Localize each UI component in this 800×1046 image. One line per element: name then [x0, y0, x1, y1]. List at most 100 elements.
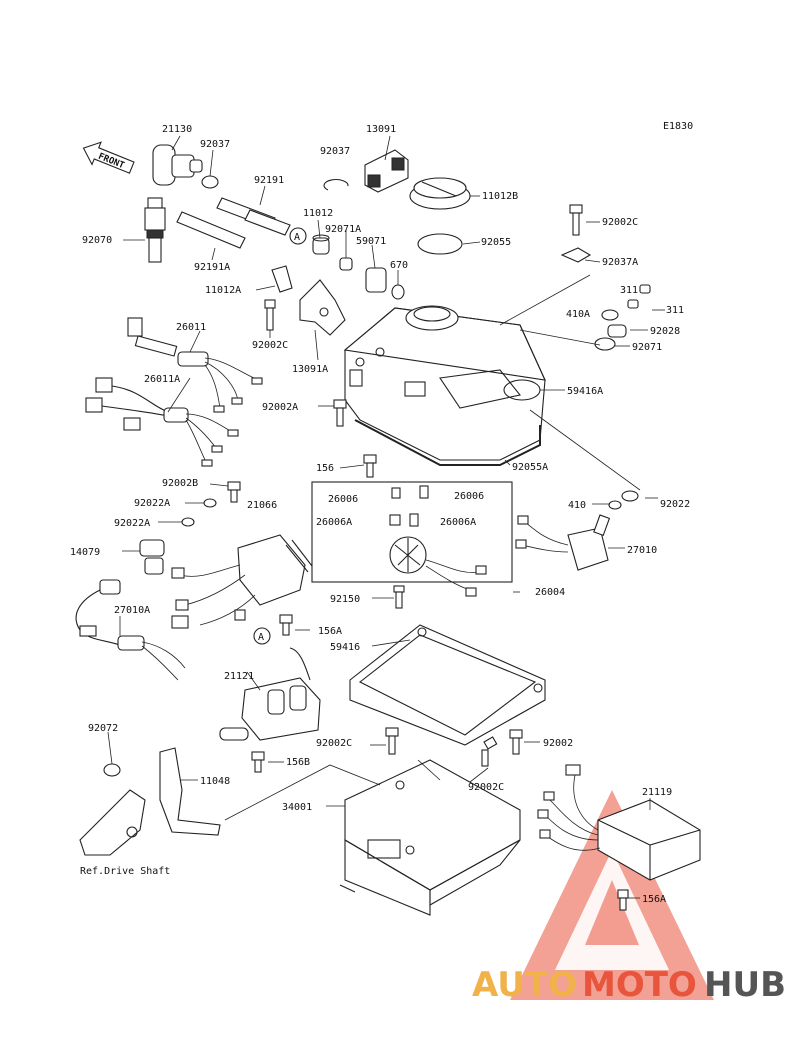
leader-lines	[107, 135, 665, 899]
label-156: 156	[316, 463, 334, 474]
bolt-156B	[251, 751, 265, 773]
label-21130: 21130	[162, 124, 192, 135]
callout-a-lower: A	[253, 627, 271, 645]
label-92037-b: 92037	[320, 146, 350, 157]
label-92071: 92071	[632, 342, 662, 353]
hose-tubes	[176, 197, 291, 249]
label-92002B: 92002B	[162, 478, 198, 489]
small-fasteners	[594, 284, 651, 351]
watermark-logo	[510, 790, 714, 1000]
label-92002C-c: 92002C	[316, 738, 352, 749]
label-92055A: 92055A	[512, 462, 548, 473]
label-92022A-b: 92022A	[114, 518, 150, 529]
assembly-box-26004	[311, 481, 513, 583]
bracket-13091A	[271, 265, 346, 336]
label-11048: 11048	[200, 776, 230, 787]
label-26004: 26004	[535, 587, 565, 598]
diagram-code: E1830	[663, 121, 693, 132]
label-92022A-a: 92022A	[134, 498, 170, 509]
label-92037A: 92037A	[602, 257, 638, 268]
washer-92022A-2	[181, 517, 195, 527]
bolt-156A-upper	[279, 614, 293, 636]
label-92072: 92072	[88, 723, 118, 734]
clip-92072	[103, 763, 121, 777]
label-59416A: 59416A	[567, 386, 603, 397]
label-27010: 27010	[627, 545, 657, 556]
bolt-92002C-right	[569, 204, 583, 236]
label-410A: 410A	[566, 309, 590, 320]
bolt-92002	[509, 729, 523, 755]
wire-harness-26011A	[85, 377, 239, 467]
label-13091A: 13091A	[292, 364, 328, 375]
wire-harness-26011	[127, 317, 263, 413]
label-26006A-a: 26006A	[316, 517, 352, 528]
watermark-moto: MOTO	[582, 965, 697, 1005]
drive-shaft-bracket	[79, 789, 146, 856]
label-92022: 92022	[660, 499, 690, 510]
label-92037: 92037	[200, 139, 230, 150]
callout-a-top: A	[289, 227, 307, 245]
label-670: 670	[390, 260, 408, 271]
mounting-bracket-34001	[339, 759, 521, 916]
tabs-26006	[389, 485, 429, 527]
label-92028: 92028	[650, 326, 680, 337]
clamp-ring	[201, 175, 219, 189]
label-92002A: 92002A	[262, 402, 298, 413]
label-92191: 92191	[254, 175, 284, 186]
label-27010A: 27010A	[114, 605, 150, 616]
watermark-text: AUTO MOTO HUB	[472, 965, 786, 1005]
sensor-27010A	[75, 579, 186, 681]
washer-410	[608, 500, 622, 510]
label-21119: 21119	[642, 787, 672, 798]
label-92002C-d: 92002C	[468, 782, 504, 793]
label-11012A: 11012A	[205, 285, 241, 296]
bolt-92002C-mid	[481, 736, 498, 767]
bolt-92150	[393, 585, 405, 609]
bolt-92002B	[227, 481, 241, 503]
o-ring-92055	[417, 233, 463, 255]
label-92002C-a: 92002C	[602, 217, 638, 228]
label-13091: 13091	[366, 124, 396, 135]
label-92002C-b: 92002C	[252, 340, 288, 351]
label-ref-drive-shaft: Ref.Drive Shaft	[80, 866, 170, 877]
electric-box-cover	[343, 305, 546, 461]
regulator-21066	[171, 534, 313, 629]
watermark-hub: HUB	[704, 965, 786, 1005]
washer-92022A-1	[203, 498, 217, 508]
label-21121: 21121	[224, 671, 254, 682]
connector-14079	[139, 539, 165, 575]
label-26006-b: 26006	[454, 491, 484, 502]
label-92191A: 92191A	[194, 262, 230, 273]
bolt-92002C-lower	[385, 727, 399, 755]
label-59416: 59416	[330, 642, 360, 653]
cap-11012	[312, 234, 330, 255]
bolt-92002C-upper	[264, 299, 276, 331]
label-92002: 92002	[543, 738, 573, 749]
label-92055: 92055	[481, 237, 511, 248]
gasket-92055A	[354, 419, 541, 466]
spark-plug-cap	[152, 144, 203, 186]
svg-text:A: A	[294, 232, 300, 243]
label-26011: 26011	[176, 322, 206, 333]
watermark-auto: AUTO	[472, 965, 577, 1005]
label-21066: 21066	[247, 500, 277, 511]
label-11012: 11012	[303, 208, 333, 219]
label-156A-b: 156A	[642, 894, 666, 905]
label-26006A-b: 26006A	[440, 517, 476, 528]
label-156B: 156B	[286, 757, 310, 768]
label-311-a: 311	[620, 285, 638, 296]
clamp-92037A	[560, 247, 592, 263]
sensor-27010	[515, 514, 611, 571]
label-26011A: 26011A	[144, 374, 180, 385]
filler-cap-11012B	[409, 177, 471, 210]
svg-text:A: A	[258, 632, 264, 643]
label-92070: 92070	[82, 235, 112, 246]
front-arrow-icon: FRONT	[82, 141, 135, 174]
magnet-assembly	[389, 536, 487, 597]
bolt-156	[363, 454, 377, 478]
clip-92037	[323, 178, 349, 191]
base-tray-59416	[349, 624, 546, 746]
label-410: 410	[568, 500, 586, 511]
spark-plug	[144, 197, 166, 263]
